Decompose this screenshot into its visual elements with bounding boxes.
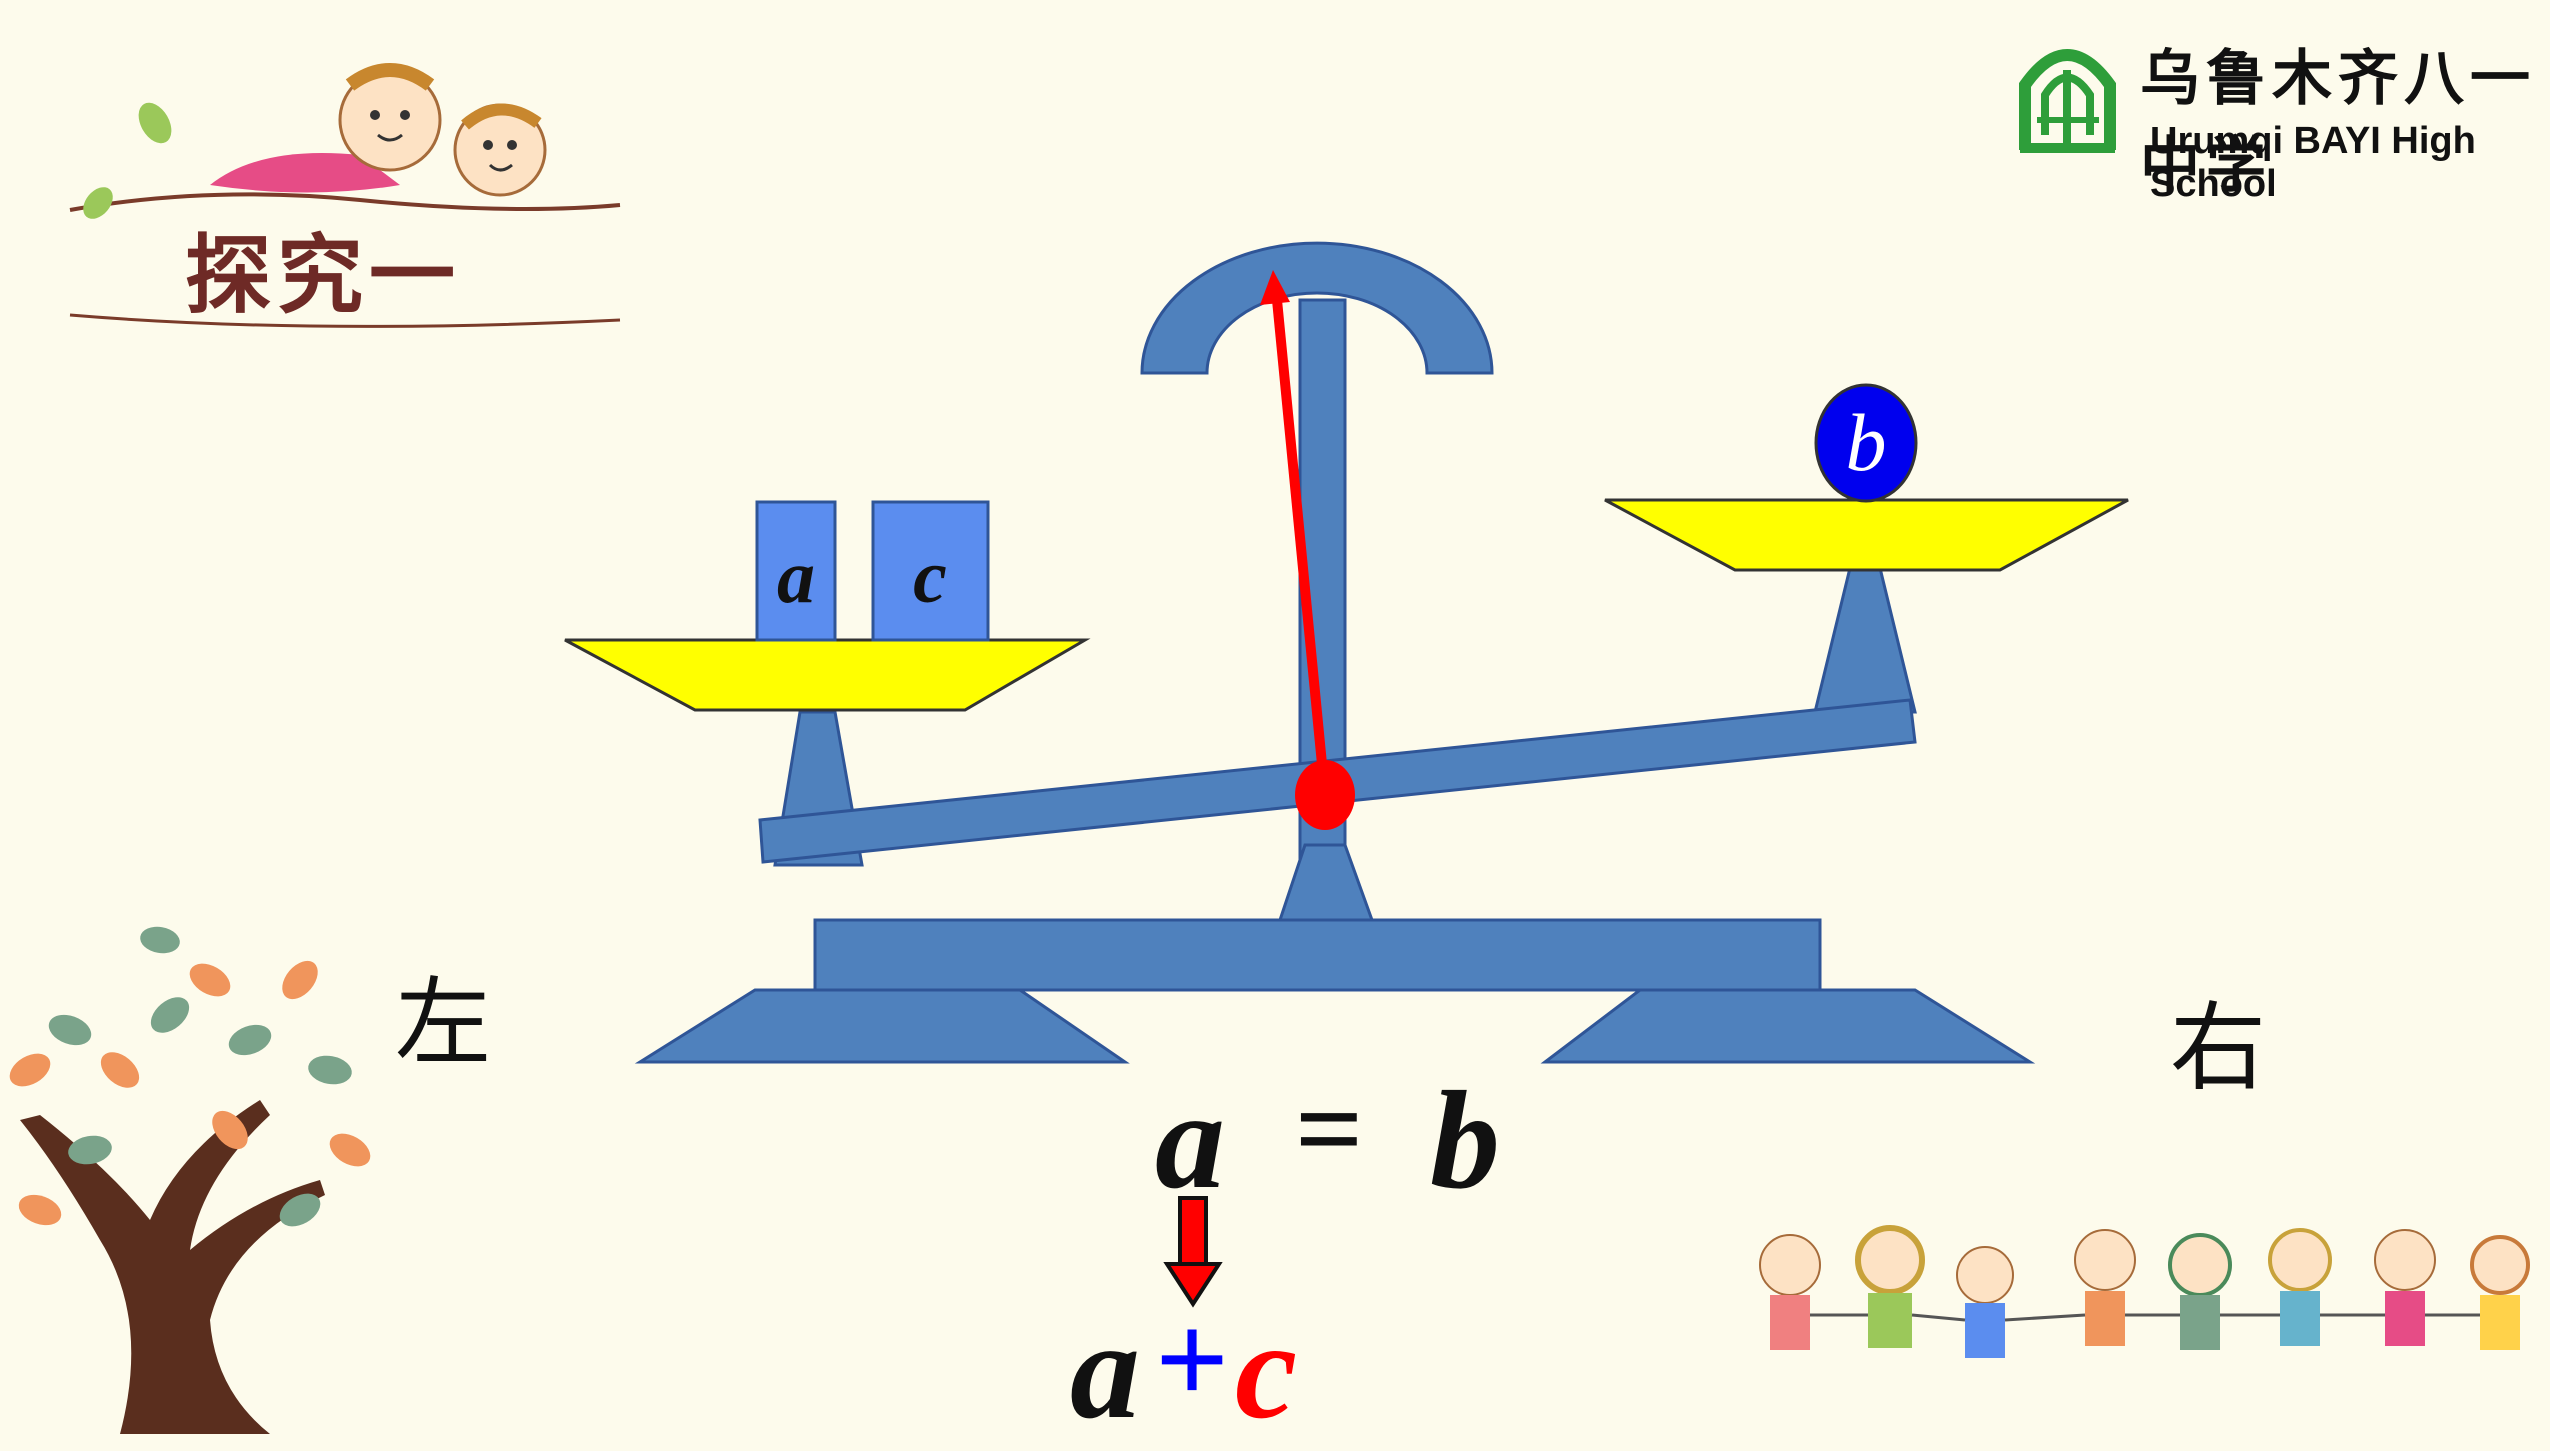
expression-first: a: [1070, 1293, 1140, 1448]
block-a: [755, 500, 837, 642]
pointer-tip: [1260, 270, 1290, 305]
left-foot: [634, 988, 1130, 1064]
left-pan: [564, 638, 1091, 712]
school-name-en: Urumqi BAYI High School: [2150, 120, 2476, 205]
school-name-cn: 乌鲁木齐八一中学: [2140, 44, 2536, 201]
pointer-needle: [1272, 299, 1330, 796]
down-arrow-icon: [1163, 1196, 1223, 1308]
child-figure: [1759, 1234, 1821, 1350]
right-label: 右: [2170, 992, 2266, 1104]
child-figure: [1956, 1246, 2014, 1358]
expression-plus: +: [1155, 1288, 1230, 1432]
equation-sign: =: [1295, 1062, 1364, 1195]
page-title: 探究一: [185, 226, 461, 326]
children-illustration: [1759, 1225, 2530, 1358]
boy-hair: [461, 103, 542, 130]
tree-trunk: [20, 1100, 325, 1434]
column-support: [1277, 843, 1375, 922]
scale-base: [813, 918, 1822, 992]
child-figure: [2268, 1228, 2332, 1346]
child-figure: [2074, 1229, 2136, 1346]
tree-illustration: [9, 926, 371, 1434]
ball-b-label: b: [1846, 397, 1887, 488]
ball-b: [1814, 383, 1918, 503]
block-a-label: a: [777, 535, 815, 619]
girl-body: [210, 153, 400, 193]
right-pan-support: [1813, 566, 1917, 714]
block-c-label: c: [913, 535, 947, 619]
branch-line: [69, 192, 621, 212]
child-figure: [2470, 1235, 2530, 1350]
right-foot: [1540, 988, 2036, 1064]
expression-second: c: [1235, 1293, 1298, 1448]
right-pan: [1604, 498, 2129, 572]
tree-leaves: [9, 926, 371, 1227]
girl-hair: [345, 63, 435, 91]
underline-stroke: [69, 313, 621, 328]
block-c: [871, 500, 990, 642]
leaf-icon: [83, 187, 113, 219]
left-label: 左: [395, 967, 491, 1079]
child-figure: [2168, 1233, 2232, 1350]
leaf-icon: [138, 102, 172, 144]
title-decoration: [69, 63, 621, 328]
child-figure: [1855, 1225, 1925, 1348]
child-figure: [2374, 1229, 2436, 1346]
equation-lhs: a: [1155, 1063, 1225, 1218]
equation-rhs: b: [1430, 1063, 1500, 1218]
school-logo-icon: [2019, 49, 2116, 153]
pivot-dot: [1295, 760, 1355, 830]
